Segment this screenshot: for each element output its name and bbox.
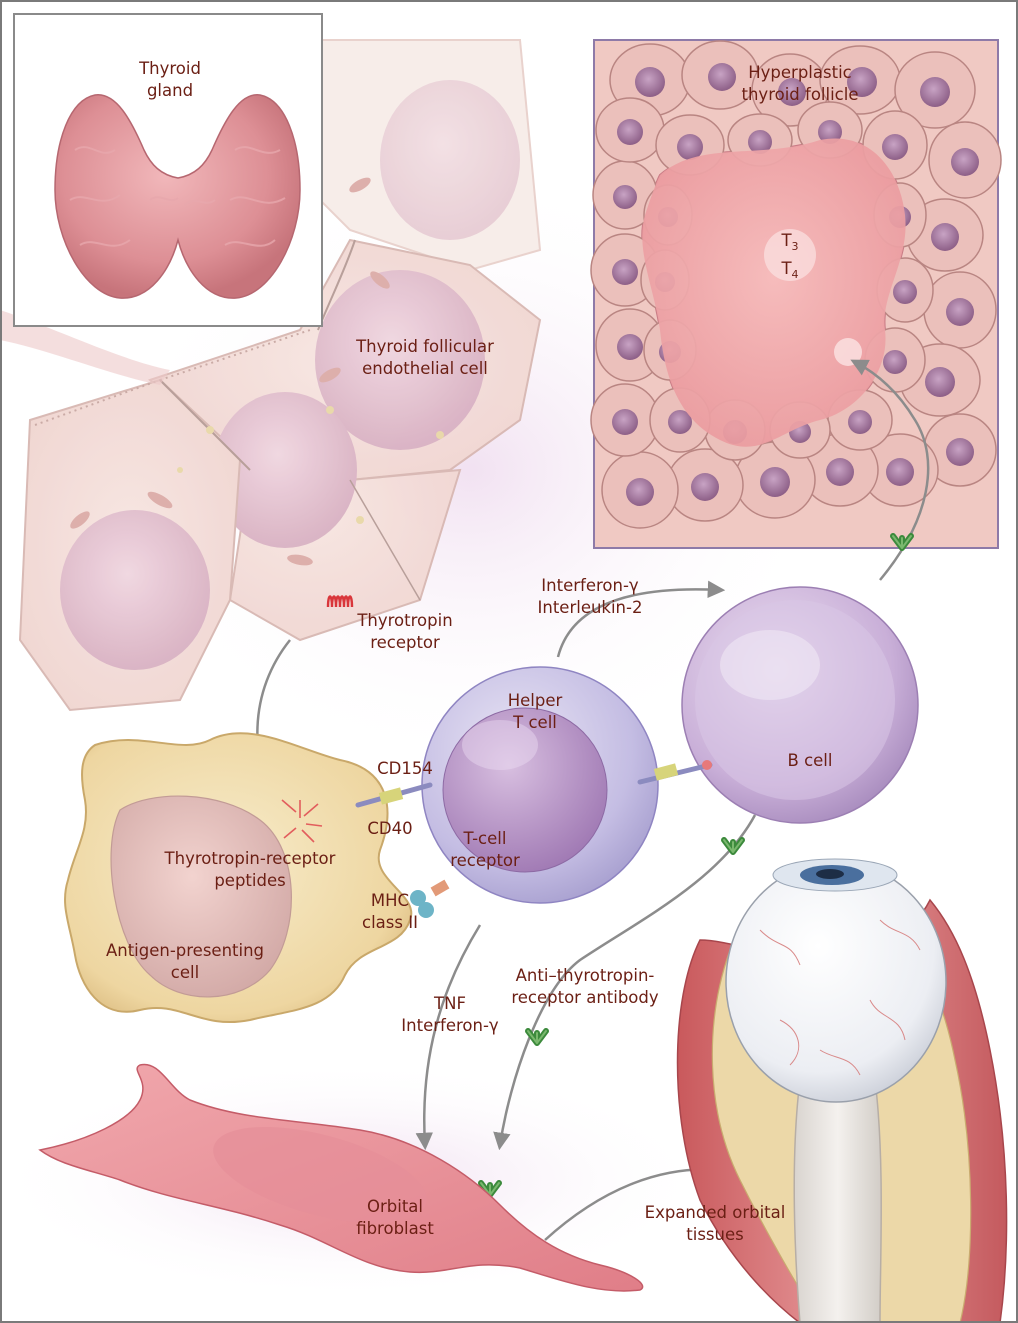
label-cd40: CD40 xyxy=(360,818,420,840)
label-t3-t4: T3 T4 xyxy=(770,230,810,286)
label-cd154: CD154 xyxy=(370,758,440,780)
label-expanded: Expanded orbital tissues xyxy=(640,1202,790,1246)
label-t-cell-receptor: T-cell receptor xyxy=(440,828,530,872)
hyperplastic-follicle-inset xyxy=(591,40,1001,548)
label-follicular-cell: Thyroid follicular endothelial cell xyxy=(340,336,510,380)
label-b-cell: B cell xyxy=(770,750,850,772)
eye-orbital-tissues xyxy=(678,859,1007,1323)
label-thyrotropin-receptor: Thyrotropin receptor xyxy=(345,610,465,654)
label-trp-peptides: Thyrotropin-receptor peptides xyxy=(160,848,340,892)
label-antibody: Anti–thyrotropin- receptor antibody xyxy=(500,965,670,1009)
thyrotropin-receptor-icon xyxy=(328,597,352,608)
antibody-icon xyxy=(724,840,742,852)
label-hyperplastic-follicle: Hyperplastic thyroid follicle xyxy=(700,62,900,106)
b-cell xyxy=(682,587,918,823)
label-thyroid-gland: Thyroid gland xyxy=(120,58,220,102)
label-cytokines-b: Interferon-γ Interleukin-2 xyxy=(520,575,660,619)
label-helper-t-cell: Helper T cell xyxy=(490,690,580,734)
label-cytokines-f: TNF Interferon-γ xyxy=(390,993,510,1037)
label-mhc: MHC class II xyxy=(350,890,430,934)
label-fibroblast: Orbital fibroblast xyxy=(345,1196,445,1240)
label-apc: Antigen-presenting cell xyxy=(105,940,265,984)
antibody-icon xyxy=(528,1031,546,1043)
